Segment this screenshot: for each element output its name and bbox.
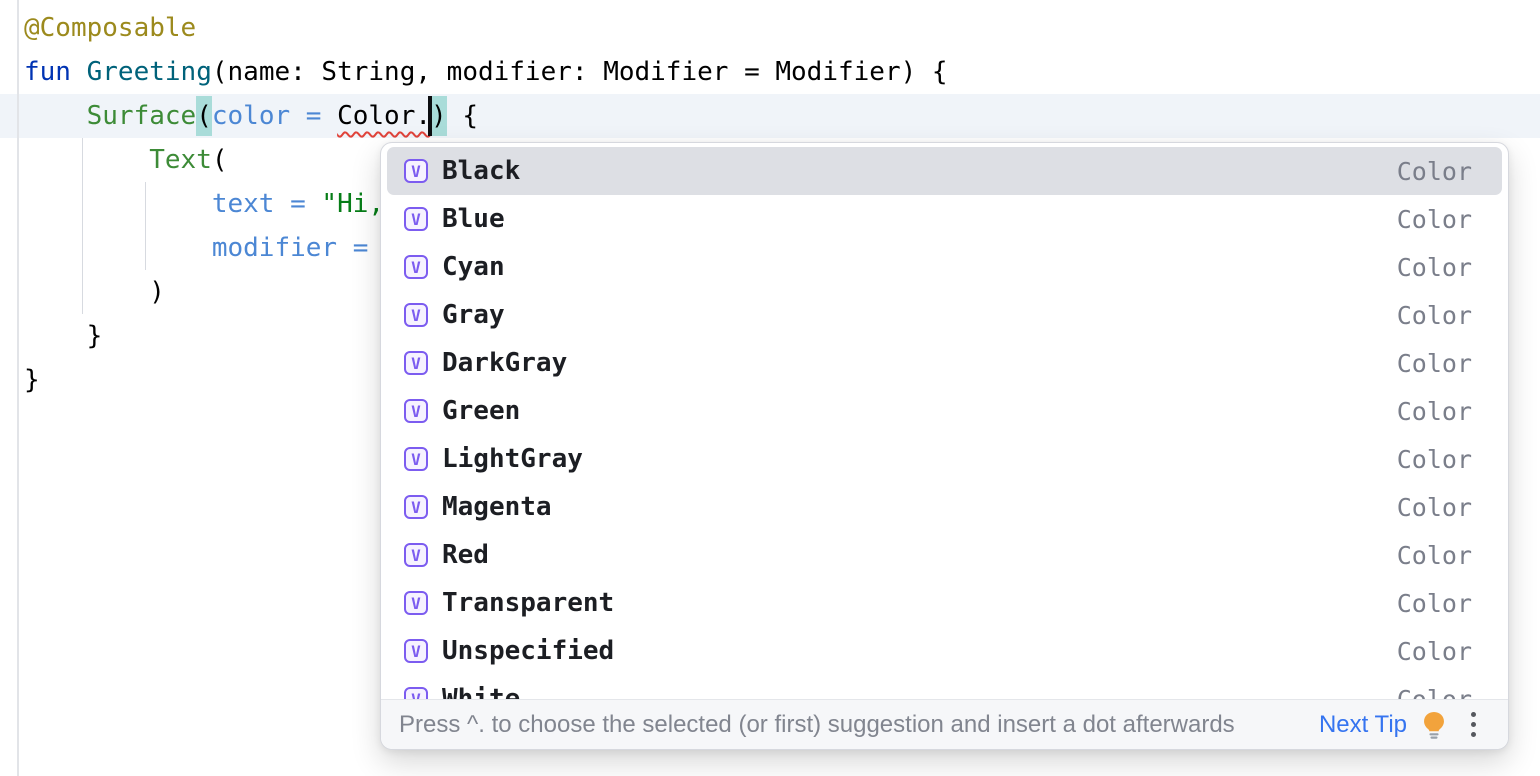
- text-caret: [428, 96, 432, 136]
- indent-guide: [145, 182, 146, 270]
- code-token: Surface: [86, 101, 197, 131]
- code-line: ): [24, 270, 948, 314]
- code-line: }: [24, 314, 948, 358]
- code-token: "Hi,: [321, 189, 385, 219]
- value-icon: V: [404, 687, 428, 699]
- hint-text: Press ^. to choose the selected (or firs…: [399, 710, 1235, 738]
- completion-item-type: Color: [1396, 540, 1472, 570]
- completion-item-green[interactable]: V Green Color: [387, 387, 1502, 435]
- completion-item-blue[interactable]: V Blue Color: [387, 195, 1502, 243]
- completion-item-lightgray[interactable]: V LightGray Color: [387, 435, 1502, 483]
- value-icon: V: [404, 255, 428, 279]
- completion-item-label: Red: [442, 540, 489, 570]
- code-token: }: [24, 365, 40, 395]
- completion-item-unspecified[interactable]: V Unspecified Color: [387, 627, 1502, 675]
- completion-item-type: Color: [1396, 156, 1472, 186]
- next-tip-link[interactable]: Next Tip: [1318, 710, 1407, 738]
- completion-item-type: Color: [1396, 588, 1472, 618]
- value-icon: V: [404, 591, 428, 615]
- completion-item-label: Magenta: [442, 492, 552, 522]
- kebab-dot: [1471, 712, 1476, 717]
- value-icon: V: [404, 399, 428, 423]
- code-token: (name: String, modifier: Modifier = Modi…: [211, 57, 948, 87]
- code-line: modifier =: [24, 226, 948, 270]
- completion-item-type: Color: [1396, 636, 1472, 666]
- code-token: Greeting: [86, 57, 212, 87]
- completion-item-type: Color: [1396, 444, 1472, 474]
- code-token: (: [196, 96, 212, 136]
- completion-item-magenta[interactable]: V Magenta Color: [387, 483, 1502, 531]
- code-token: [24, 189, 212, 219]
- completion-item-type: Color: [1396, 348, 1472, 378]
- kebab-dot: [1471, 722, 1476, 727]
- indent-guide: [82, 138, 83, 314]
- kebab-dot: [1471, 732, 1476, 737]
- value-icon: V: [404, 543, 428, 567]
- code-line: @Composable: [24, 6, 948, 50]
- value-icon: V: [404, 351, 428, 375]
- code-line: fun Greeting(name: String, modifier: Mod…: [24, 50, 948, 94]
- completion-item-gray[interactable]: V Gray Color: [387, 291, 1502, 339]
- gutter-separator: [17, 0, 19, 776]
- completion-item-type: Color: [1396, 300, 1472, 330]
- value-icon: V: [404, 639, 428, 663]
- code-token: color =: [211, 101, 338, 131]
- value-icon: V: [404, 447, 428, 471]
- code-token: text =: [211, 189, 322, 219]
- code-token: Text: [149, 145, 212, 175]
- completion-item-label: Gray: [442, 300, 505, 330]
- completion-item-red[interactable]: V Red Color: [387, 531, 1502, 579]
- more-options-button[interactable]: [1465, 708, 1482, 741]
- value-icon: V: [404, 207, 428, 231]
- completion-item-type: Color: [1396, 396, 1472, 426]
- completion-item-type: Color: [1396, 204, 1472, 234]
- current-line-highlight: [0, 94, 1540, 138]
- value-icon: V: [404, 495, 428, 519]
- code-line: text = "Hi,: [24, 182, 948, 226]
- completion-item-darkgray[interactable]: V DarkGray Color: [387, 339, 1502, 387]
- code-token: {: [446, 101, 478, 131]
- completion-item-label: Transparent: [442, 588, 615, 618]
- code-token: [24, 101, 87, 131]
- completion-item-label: Cyan: [442, 252, 505, 282]
- completion-item-label: Blue: [442, 204, 505, 234]
- code-line: Surface(color = Color.) {: [24, 94, 948, 138]
- completion-item-label: DarkGray: [442, 348, 568, 378]
- code-token: (: [211, 145, 228, 175]
- completion-item-white[interactable]: V White Color: [387, 675, 1502, 699]
- lightbulb-icon: [1421, 711, 1447, 739]
- code-token: ): [24, 277, 165, 307]
- code-line: Text(: [24, 138, 948, 182]
- code-token: [71, 57, 87, 87]
- code-token: ): [431, 96, 447, 136]
- completion-item-cyan[interactable]: V Cyan Color: [387, 243, 1502, 291]
- code-editor[interactable]: @Composable fun Greeting(name: String, mo…: [24, 6, 948, 402]
- code-token: @Composable: [24, 13, 197, 43]
- code-token: [24, 145, 149, 175]
- code-token: }: [24, 321, 103, 351]
- code-token: fun: [24, 57, 71, 87]
- completion-item-type: Color: [1396, 492, 1472, 522]
- value-icon: V: [404, 159, 428, 183]
- completion-item-label: Black: [442, 156, 521, 186]
- code-line: }: [24, 358, 948, 402]
- completion-item-label: LightGray: [442, 444, 583, 474]
- completion-hint-bar: Press ^. to choose the selected (or firs…: [381, 699, 1508, 749]
- code-token: [24, 233, 212, 263]
- value-icon: V: [404, 303, 428, 327]
- completion-item-transparent[interactable]: V Transparent Color: [387, 579, 1502, 627]
- completion-item-label: White: [442, 684, 521, 699]
- completion-item-type: Color: [1396, 252, 1472, 282]
- completion-item-label: Unspecified: [442, 636, 615, 666]
- code-token: modifier =: [211, 233, 385, 263]
- completion-item-black[interactable]: V Black Color: [387, 147, 1502, 195]
- completion-item-label: Green: [442, 396, 521, 426]
- code-token: Color.: [337, 101, 432, 131]
- completion-item-type: Color: [1396, 684, 1472, 700]
